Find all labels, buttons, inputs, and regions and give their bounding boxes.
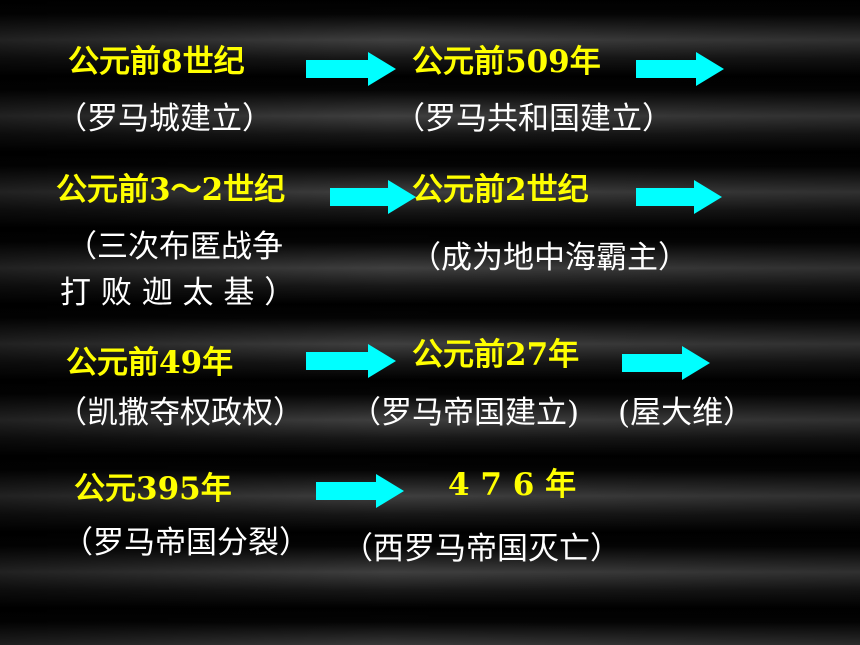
date-punic-wars: 公元前3～2世纪	[56, 172, 286, 208]
event-mediterranean-hegemony: （成为地中海霸主）	[410, 240, 689, 276]
arrow-right-icon	[306, 344, 396, 378]
arrow-right-icon	[636, 52, 724, 86]
date-republic-founded: 公元前509年	[412, 44, 601, 80]
date-western-empire-fall: 4 7 6 年	[448, 467, 577, 503]
date-empire-split: 公元395年	[74, 471, 232, 507]
arrow-right-icon	[330, 180, 416, 214]
event-empire-split: （罗马帝国分裂）	[62, 525, 310, 561]
date-caesar: 公元前49年	[66, 345, 234, 381]
arrow-right-icon	[622, 346, 710, 380]
event-punic-wars-line1: （三次布匿战争	[66, 229, 283, 265]
event-western-empire-fall: （西罗马帝国灭亡）	[342, 531, 621, 567]
event-rome-founded: （罗马城建立）	[56, 101, 273, 137]
arrow-right-icon	[306, 52, 396, 86]
event-empire-founded: （罗马帝国建立)	[350, 395, 580, 431]
date-empire-founded: 公元前27年	[412, 337, 580, 373]
date-rome-founded: 公元前8世纪	[68, 44, 245, 80]
arrow-right-icon	[636, 180, 722, 214]
event-punic-wars-line2: 打 败 迦 太 基 ）	[60, 275, 296, 311]
event-republic-founded: （罗马共和国建立）	[394, 101, 673, 137]
event-caesar: （凯撒夺权政权）	[56, 395, 304, 431]
event-octavian: (屋大维）	[618, 395, 755, 431]
date-mediterranean-hegemony: 公元前2世纪	[412, 172, 589, 208]
arrow-right-icon	[316, 474, 404, 508]
